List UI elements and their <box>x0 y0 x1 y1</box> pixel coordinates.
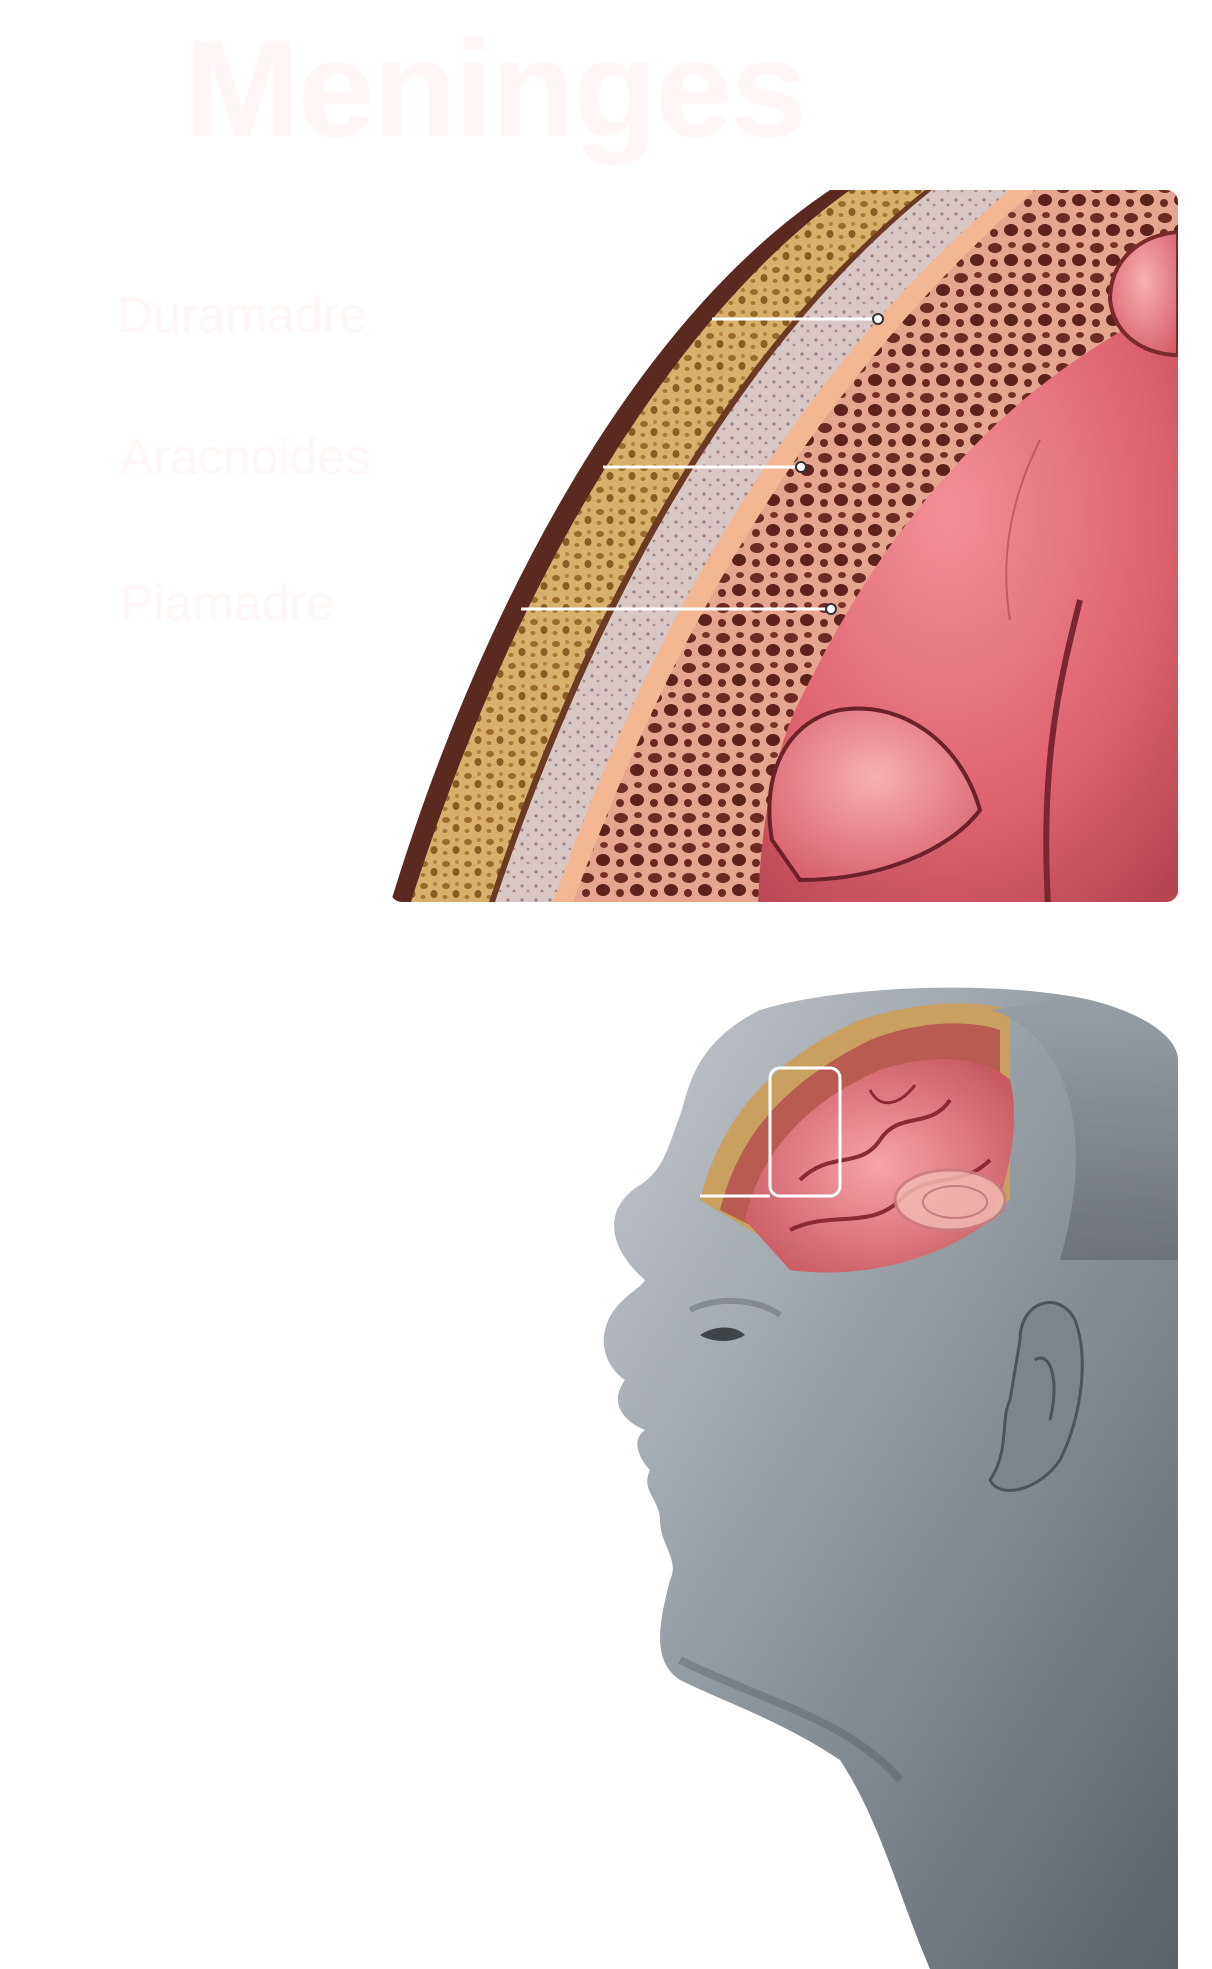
meninges-cross-section <box>390 190 1178 902</box>
head-illustration <box>603 987 1178 1969</box>
leader-lines <box>521 317 878 611</box>
label-piamadre: Piamadre <box>120 575 334 631</box>
page-title: Meninges <box>184 12 807 166</box>
zoom-callout-box <box>768 1066 842 1198</box>
leader-dots <box>795 313 884 615</box>
label-duramadre: Duramadre <box>117 287 368 343</box>
label-aracnoides: Aracnoides <box>120 429 371 485</box>
